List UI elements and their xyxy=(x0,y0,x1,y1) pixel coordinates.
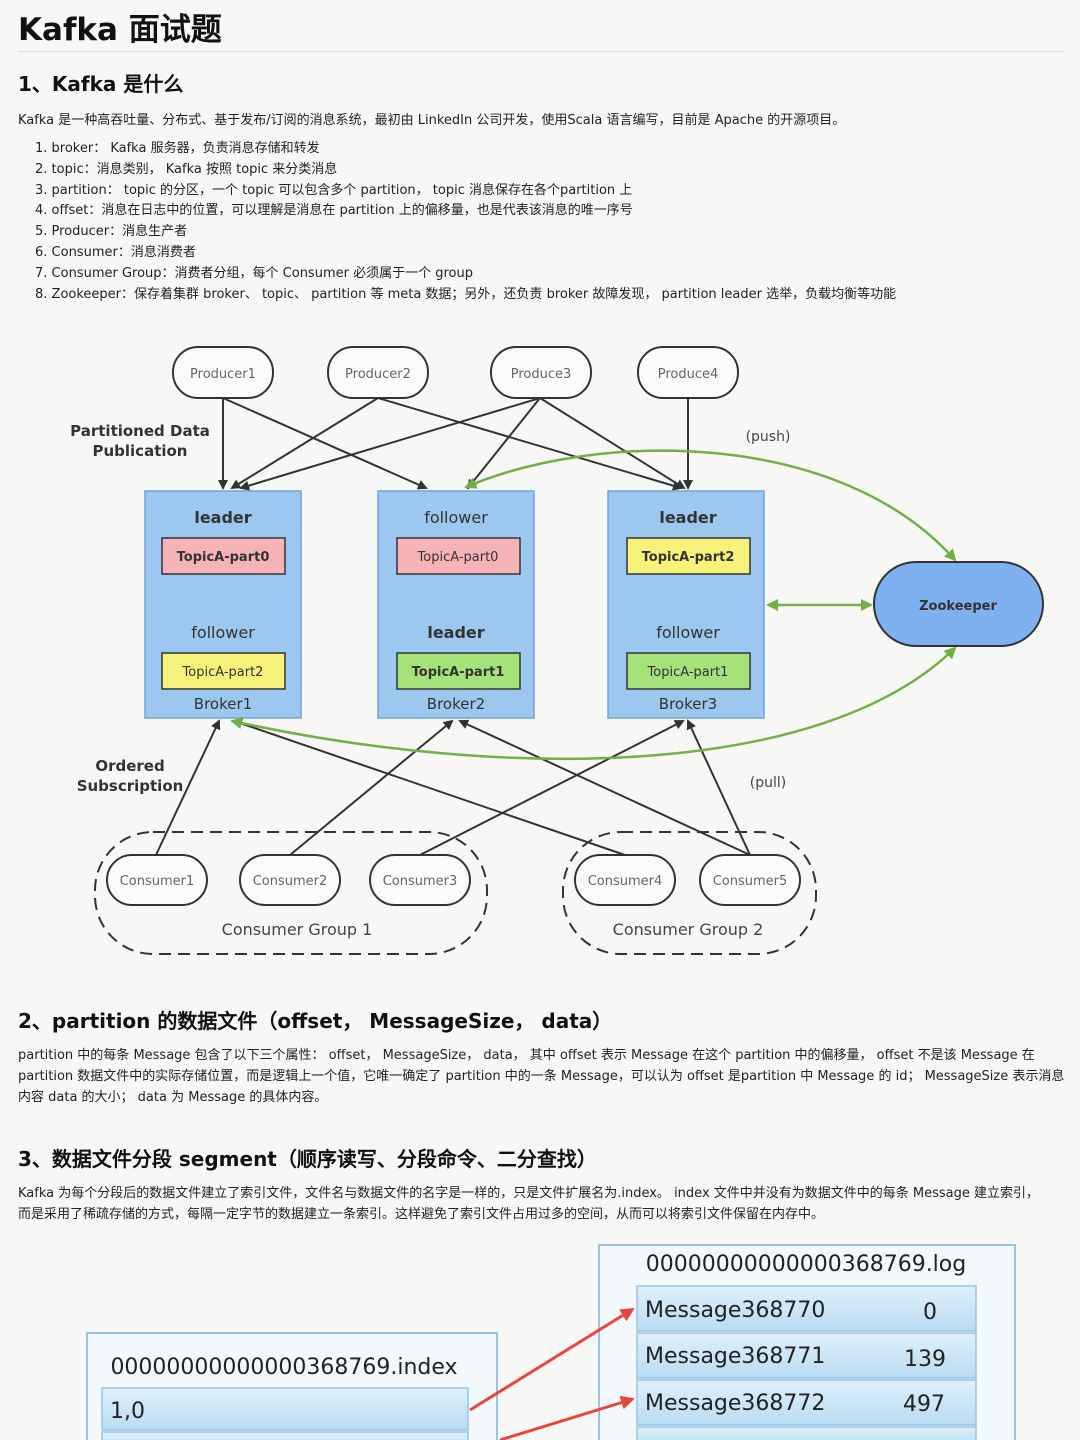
zookeeper-connectors xyxy=(230,449,957,761)
partition-label: TopicA-part1 xyxy=(412,665,505,680)
broker-2: follower TopicA-part0 leader TopicA-part… xyxy=(377,490,535,719)
publication-label: Publication xyxy=(92,442,187,460)
index-file-name: 00000000000000368769.index xyxy=(110,1355,457,1380)
log-message: Message368770 xyxy=(645,1298,825,1323)
paragraph-line: partition 中的每条 Message 包含了以下三个属性： offset… xyxy=(18,1048,1035,1063)
segment-diagram: 00000000000000368769.log Message368770 0… xyxy=(86,1244,1016,1440)
svg-text:Produce3: Produce3 xyxy=(511,367,572,382)
index-file-box: 00000000000000368769.index 1,0 xyxy=(86,1332,498,1440)
list-item: 1. broker： Kafka 服务器，负责消息存储和转发 xyxy=(35,141,320,156)
title-divider xyxy=(18,51,1064,52)
consumer-1: Consumer1 xyxy=(106,854,208,906)
svg-text:Consumer5: Consumer5 xyxy=(713,874,788,889)
section3-heading: 3、数据文件分段 segment（顺序读写、分段命令、二分查找） xyxy=(18,1147,597,1171)
broker-name: Broker1 xyxy=(194,695,252,713)
svg-text:Consumer2: Consumer2 xyxy=(253,874,328,889)
page-title: Kafka 面试题 xyxy=(18,12,222,48)
log-row xyxy=(636,1332,977,1379)
broker-3: leader TopicA-part2 follower TopicA-part… xyxy=(607,490,765,719)
svg-text:Zookeeper: Zookeeper xyxy=(919,599,997,614)
broker-role-label: leader xyxy=(194,508,251,527)
zookeeper-node: Zookeeper xyxy=(873,561,1044,647)
section2-heading: 2、partition 的数据文件（offset， MessageSize， d… xyxy=(18,1009,613,1033)
consumer-arrows xyxy=(155,718,751,856)
broker-role-label: leader xyxy=(427,623,484,642)
paragraph-line: Kafka 为每个分段后的数据文件建立了索引文件，文件名与数据文件的名字是一样的… xyxy=(18,1186,1040,1201)
section3-body: Kafka 为每个分段后的数据文件建立了索引文件，文件名与数据文件的名字是一样的… xyxy=(18,1183,1068,1225)
partition-label: TopicA-part0 xyxy=(177,550,270,565)
list-item: 6. Consumer：消息消费者 xyxy=(35,244,196,260)
publication-label: Partitioned Data xyxy=(70,422,210,440)
paragraph-line: 而是采用了稀疏存储的方式，每隔一定字节的数据建立一条索引。这样避免了索引文件占用… xyxy=(18,1207,825,1222)
subscription-label: Ordered xyxy=(95,757,164,775)
list-item: 4. offset：消息在日志中的位置，可以理解是消息在 partition 上… xyxy=(35,203,633,219)
broker-name: Broker2 xyxy=(427,695,485,713)
log-file-box: 00000000000000368769.log Message368770 0… xyxy=(598,1244,1016,1440)
index-pointer-arrows xyxy=(469,1307,635,1440)
broker-1: leader TopicA-part0 follower TopicA-part… xyxy=(144,490,302,719)
producer-arrows xyxy=(218,397,693,491)
list-item: 8. Zookeeper：保存着集群 broker、 topic、 partit… xyxy=(35,286,897,302)
broker-role-label: follower xyxy=(191,623,255,642)
broker-role-label: follower xyxy=(424,508,488,527)
partition-label: TopicA-part0 xyxy=(417,550,499,565)
list-item: 2. topic：消息类别， Kafka 按照 topic 来分类消息 xyxy=(35,161,338,177)
consumer-3: Consumer3 xyxy=(369,854,471,906)
log-file-name: 00000000000000368769.log xyxy=(646,1252,966,1277)
svg-text:Producer2: Producer2 xyxy=(345,367,411,382)
kafka-architecture-diagram: leader TopicA-part0 follower TopicA-part… xyxy=(70,346,1044,955)
index-row xyxy=(101,1387,469,1431)
log-message: Message368771 xyxy=(645,1344,825,1369)
section1-heading: 1、Kafka 是什么 xyxy=(18,72,184,96)
paragraph-line: partition 数据文件中的实际存储位置，而是逻辑上一个值，它唯一确定了 p… xyxy=(18,1069,1065,1084)
term-list: 1. broker： Kafka 服务器，负责消息存储和转发 2. topic：… xyxy=(35,139,896,305)
consumer-group-2: Consumer Group 2 xyxy=(562,831,817,955)
partition-label: TopicA-part2 xyxy=(642,550,735,565)
group-label: Consumer Group 1 xyxy=(222,920,373,939)
svg-text:Producer1: Producer1 xyxy=(190,367,256,382)
consumer-5: Consumer5 xyxy=(699,854,801,906)
svg-text:Consumer3: Consumer3 xyxy=(383,874,458,889)
log-position: 497 xyxy=(903,1392,945,1417)
partition-label: TopicA-part2 xyxy=(182,665,264,680)
section1-intro: Kafka 是一种高吞吐量、分布式、基于发布/订阅的消息系统，最初由 Linke… xyxy=(18,113,846,128)
svg-text:Consumer4: Consumer4 xyxy=(588,874,663,889)
partition-label: TopicA-part1 xyxy=(647,665,729,680)
svg-text:Consumer1: Consumer1 xyxy=(120,874,195,889)
broker-role-label: follower xyxy=(656,623,720,642)
broker-name: Broker3 xyxy=(659,695,717,713)
consumer-2: Consumer2 xyxy=(239,854,341,906)
producer-4: Produce4 xyxy=(637,346,739,399)
subscription-label: Subscription xyxy=(77,777,184,795)
consumer-4: Consumer4 xyxy=(574,854,676,906)
log-position: 139 xyxy=(904,1347,946,1372)
log-message: Message368772 xyxy=(645,1391,825,1416)
consumer-group-1: Consumer Group 1 xyxy=(94,831,488,955)
group-label: Consumer Group 2 xyxy=(613,920,764,939)
log-position: 0 xyxy=(923,1300,937,1325)
producer-1: Producer1 xyxy=(172,346,274,399)
list-item: 7. Consumer Group：消费者分组，每个 Consumer 必须属于… xyxy=(35,265,473,281)
producer-2: Producer2 xyxy=(327,346,429,399)
log-row xyxy=(636,1379,977,1426)
log-row xyxy=(636,1285,977,1332)
list-item: 5. Producer：消息生产者 xyxy=(35,224,188,240)
pull-label: (pull) xyxy=(750,775,786,791)
producer-3: Produce3 xyxy=(490,346,592,399)
paragraph-line: 内容 data 的大小； data 为 Message 的具体内容。 xyxy=(18,1090,328,1105)
broker-role-label: leader xyxy=(659,508,716,527)
index-entry: 1,0 xyxy=(110,1399,145,1424)
section2-body: partition 中的每条 Message 包含了以下三个属性： offset… xyxy=(18,1045,1068,1108)
svg-text:Produce4: Produce4 xyxy=(658,367,719,382)
push-label: (push) xyxy=(746,429,791,445)
partition-box xyxy=(161,537,286,575)
list-item: 3. partition： topic 的分区，一个 topic 可以包含多个 … xyxy=(35,182,633,198)
